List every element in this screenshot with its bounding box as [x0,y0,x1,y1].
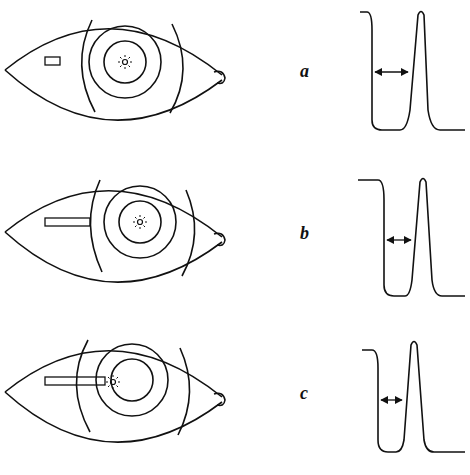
trace-b [358,179,465,297]
eye-a [5,20,225,120]
trace-c [362,342,465,453]
eye-b [5,180,225,282]
figure-letter: b [300,224,309,242]
trace-a [360,12,465,131]
eye-c [5,340,225,442]
figure-letter: c [300,384,308,402]
figure-letter: a [300,62,309,80]
